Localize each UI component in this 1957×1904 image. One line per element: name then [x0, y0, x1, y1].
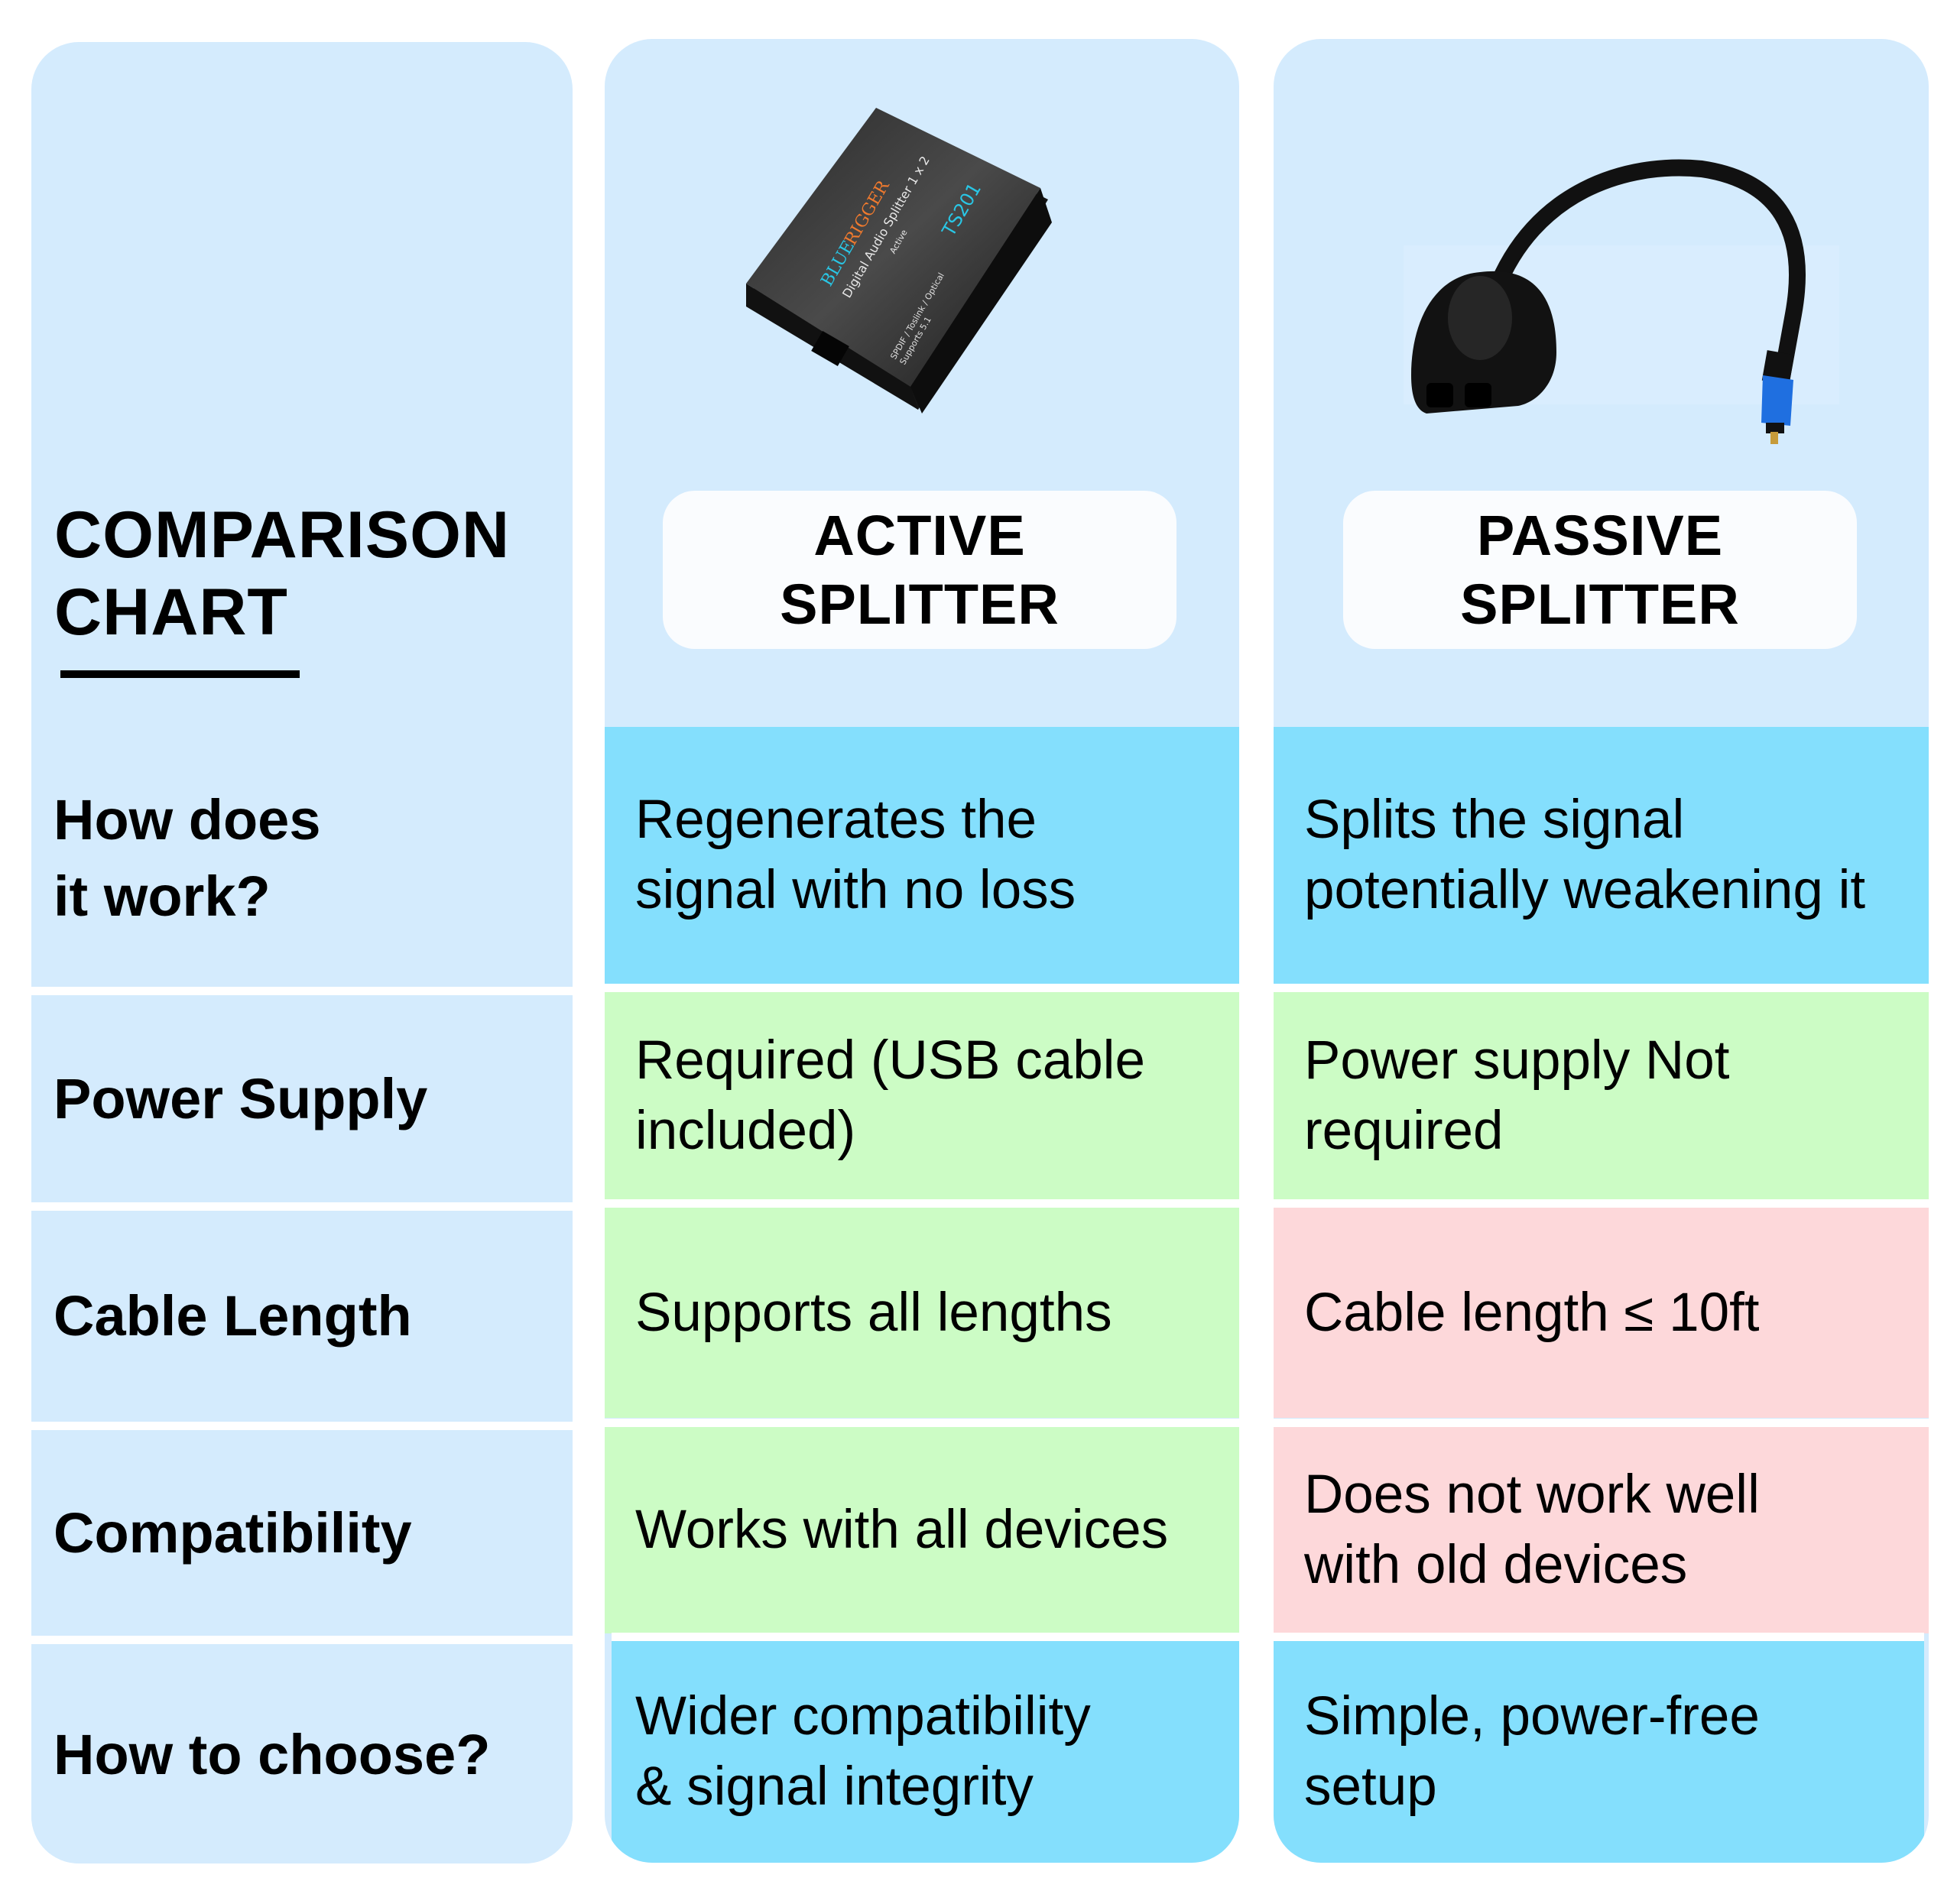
row-labels-column: COMPARISON CHART How does it work? Power… [31, 42, 573, 1863]
cell-line2: with old devices [1304, 1535, 1688, 1595]
passive-splitter-column: PASSIVE SPLITTER Splits the signal poten… [1274, 39, 1929, 1863]
active-splitter-box-image: BLUE RIGGER Digital Audio Splitter 1 x 2… [746, 108, 1052, 414]
page-title: COMPARISON CHART [54, 497, 510, 651]
row-label-line1: How does [54, 788, 321, 851]
cell-line1: Does not work well [1304, 1464, 1760, 1525]
cell-text: Supports all lengths [635, 1282, 1112, 1343]
header-line1: PASSIVE [1476, 503, 1724, 567]
row-label-power-supply: Power Supply [31, 987, 573, 1202]
cell-line1: Power supply Not [1304, 1030, 1730, 1091]
passive-cell-compatibility: Does not work well with old devices [1274, 1419, 1929, 1633]
page-title-line1: COMPARISON [54, 498, 511, 572]
row-label-how-it-works: How does it work? [31, 730, 573, 987]
cell-line2: & signal integrity [635, 1756, 1034, 1817]
cell-line2: signal with no loss [635, 860, 1076, 920]
cell-text: Splits the signal potentially weakening … [1274, 785, 1865, 926]
row-label-text: How does it work? [31, 782, 320, 935]
cell-text: Does not work well with old devices [1274, 1460, 1760, 1601]
cell-line1: Required (USB cable [635, 1030, 1145, 1091]
cell-line1: Splits the signal [1304, 790, 1685, 850]
cell-text: Power supply Not required [1274, 1026, 1729, 1166]
cell-line1: Wider compatibility [635, 1686, 1091, 1747]
active-splitter-header: ACTIVE SPLITTER [663, 491, 1176, 649]
active-cell-how-it-works: Regenerates the signal with no loss [605, 727, 1239, 984]
cell-text: Cable length ≤ 10ft [1304, 1282, 1760, 1343]
header-line2: SPLITTER [1460, 572, 1740, 636]
active-cell-cable-length: Supports all lengths [605, 1199, 1239, 1418]
active-splitter-column: BLUE RIGGER Digital Audio Splitter 1 x 2… [605, 39, 1239, 1863]
passive-splitter-cable-image [1404, 159, 1839, 444]
row-label-cable-length: Cable Length [31, 1202, 573, 1421]
cell-text: Regenerates the signal with no loss [605, 785, 1076, 926]
cell-text: Works with all devices [635, 1500, 1169, 1560]
header-line2: SPLITTER [780, 572, 1060, 636]
active-cell-how-to-choose: Wider compatibility & signal integrity [612, 1633, 1239, 1863]
cell-line1: Simple, power-free [1304, 1686, 1760, 1747]
passive-cell-cable-length: Cable length ≤ 10ft [1274, 1199, 1929, 1418]
cell-line2: potentially weakening it [1304, 860, 1866, 920]
cell-line2: setup [1304, 1756, 1437, 1817]
row-label-text: How to choose? [54, 1723, 491, 1786]
active-cell-compatibility: Works with all devices [605, 1419, 1239, 1633]
passive-cell-power-supply: Power supply Not required [1274, 984, 1929, 1199]
page-title-line2: CHART [54, 576, 288, 649]
row-label-text: Cable Length [54, 1283, 412, 1348]
passive-cell-how-it-works: Splits the signal potentially weakening … [1274, 727, 1929, 984]
cell-line1: Regenerates the [635, 790, 1037, 850]
passive-cell-how-to-choose: Simple, power-free setup [1274, 1633, 1924, 1863]
cell-text: Wider compatibility & signal integrity [612, 1682, 1091, 1822]
cell-text: Simple, power-free setup [1274, 1682, 1760, 1822]
cell-text: Required (USB cable included) [605, 1026, 1145, 1166]
row-label-line2: it work? [54, 864, 271, 928]
passive-splitter-header: PASSIVE SPLITTER [1343, 491, 1857, 649]
cell-line2: included) [635, 1100, 856, 1161]
row-label-compatibility: Compatibility [31, 1422, 573, 1636]
row-label-how-to-choose: How to choose? [31, 1636, 573, 1863]
row-label-text: Power Supply [54, 1066, 428, 1130]
header-line1: ACTIVE [813, 503, 1026, 567]
row-label-text: Compatibility [54, 1501, 412, 1565]
active-cell-power-supply: Required (USB cable included) [605, 984, 1239, 1199]
title-underline [60, 670, 300, 678]
cell-line2: required [1304, 1100, 1504, 1161]
